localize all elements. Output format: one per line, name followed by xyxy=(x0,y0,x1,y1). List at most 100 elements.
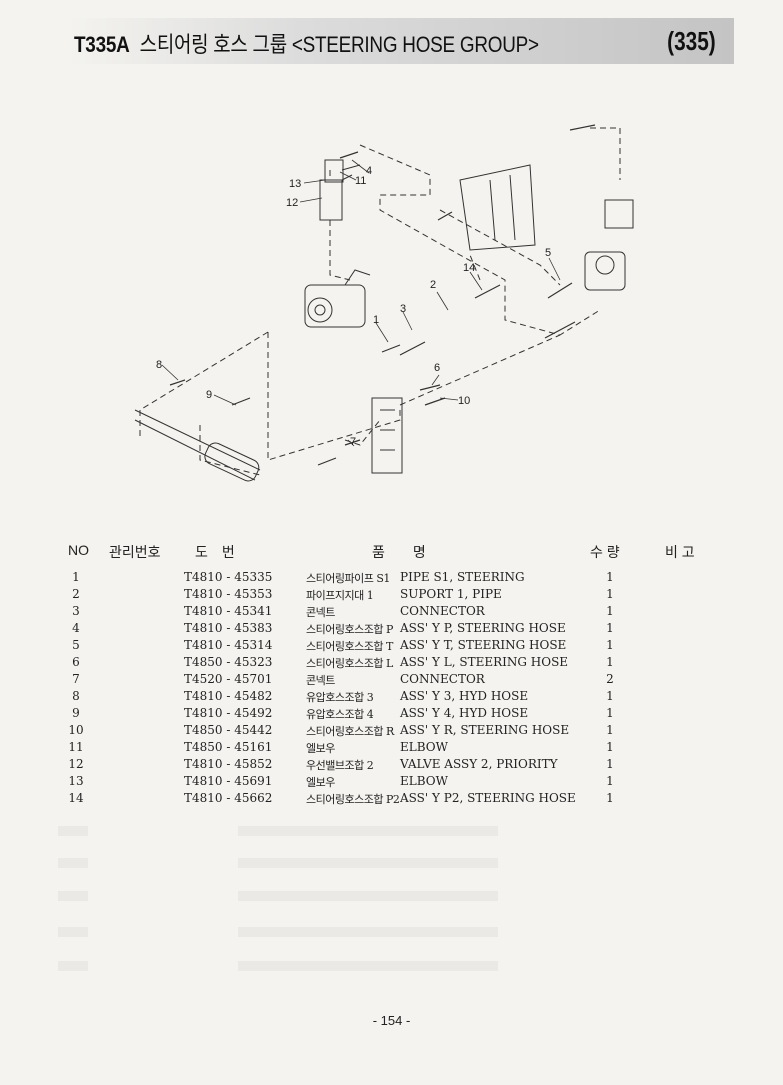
row-part-number: T4850 - 45442 xyxy=(184,723,273,737)
header-quantity: 수 량 xyxy=(590,544,620,560)
row-english-name: CONNECTOR xyxy=(400,604,485,618)
row-quantity: 1 xyxy=(606,604,614,618)
row-korean-name: 콘넥트 xyxy=(306,606,335,619)
table-row: 9 T4810 - 45492 유압호스조합 4 ASS' Y 4, HYD H… xyxy=(0,706,783,723)
steering-pump-assembly xyxy=(304,269,371,328)
row-english-name: ASS' Y T, STEERING HOSE xyxy=(400,638,567,652)
row-no: 11 xyxy=(68,740,84,754)
row-english-name: ASS' Y R, STEERING HOSE xyxy=(400,723,570,737)
row-part-number: T4850 - 45161 xyxy=(184,740,273,754)
bleed-through-row xyxy=(58,891,498,901)
callout-2: 2 xyxy=(430,279,436,291)
row-quantity: 1 xyxy=(606,740,614,754)
callout-9: 9 xyxy=(206,389,212,401)
row-korean-name: 콘넥트 xyxy=(306,674,335,687)
group-code: T335A xyxy=(74,32,130,57)
page-title: T335A 스티어링 호스 그룹 <STEERING HOSE GROUP> xyxy=(74,27,539,59)
table-row: 5 T4810 - 45314 스티어링호스조합 T ASS' Y T, STE… xyxy=(0,638,783,655)
row-quantity: 1 xyxy=(606,621,614,635)
callout-7: 7 xyxy=(350,436,356,448)
table-row: 3 T4810 - 45341 콘넥트 CONNECTOR 1 xyxy=(0,604,783,621)
row-english-name: ASS' Y P2, STEERING HOSE xyxy=(400,791,576,805)
callout-3: 3 xyxy=(400,303,406,315)
row-part-number: T4810 - 45335 xyxy=(184,570,273,584)
table-row: 8 T4810 - 45482 유압호스조합 3 ASS' Y 3, HYD H… xyxy=(0,689,783,706)
callout-12: 12 xyxy=(286,197,298,209)
table-row: 14 T4810 - 45662 스티어링호스조합 P2 ASS' Y P2, … xyxy=(0,791,783,808)
row-no: 1 xyxy=(72,570,80,584)
group-title: 스티어링 호스 그룹 <STEERING HOSE GROUP> xyxy=(139,32,539,57)
row-part-number: T4810 - 45482 xyxy=(184,689,273,703)
callout-4: 4 xyxy=(366,165,372,177)
row-part-number: T4850 - 45323 xyxy=(184,655,273,669)
steering-cylinder xyxy=(134,409,261,482)
callout-labels: 1 2 3 4 5 6 7 8 9 10 11 12 13 14 xyxy=(156,165,551,448)
header-drawing-no: 도 번 xyxy=(195,544,235,560)
row-korean-name: 스티어링호스조합 P2 xyxy=(306,793,400,806)
row-korean-name: 엘보우 xyxy=(306,776,335,789)
row-part-number: T4810 - 45492 xyxy=(184,706,273,720)
table-row: 2 T4810 - 45353 파이프지지대 1 SUPORT 1, PIPE … xyxy=(0,587,783,604)
row-quantity: 1 xyxy=(606,638,614,652)
row-quantity: 1 xyxy=(606,757,614,771)
row-no: 6 xyxy=(72,655,80,669)
row-part-number: T4810 - 45383 xyxy=(184,621,273,635)
row-english-name: PIPE S1, STEERING xyxy=(400,570,525,584)
row-korean-name: 스티어링파이프 S1 xyxy=(306,572,390,585)
column-bracket xyxy=(371,397,403,474)
table-row: 4 T4810 - 45383 스티어링호스조합 P ASS' Y P, STE… xyxy=(0,621,783,638)
table-row: 13 T4810 - 45691 엘보우 ELBOW 1 xyxy=(0,774,783,791)
row-quantity: 1 xyxy=(606,791,614,805)
row-part-number: T4810 - 45314 xyxy=(184,638,273,652)
row-no: 3 xyxy=(72,604,80,618)
bleed-through-row xyxy=(58,927,498,937)
row-part-number: T4810 - 45353 xyxy=(184,587,273,601)
row-no: 8 xyxy=(72,689,80,703)
row-no: 9 xyxy=(72,706,80,720)
row-quantity: 1 xyxy=(606,570,614,584)
row-korean-name: 우선밸브조합 2 xyxy=(306,759,374,772)
page-number: - 154 - xyxy=(372,1013,411,1028)
page-header: T335A 스티어링 호스 그룹 <STEERING HOSE GROUP> (… xyxy=(68,18,734,64)
table-row: 10 T4850 - 45442 스티어링호스조합 R ASS' Y R, ST… xyxy=(0,723,783,740)
row-english-name: ELBOW xyxy=(400,774,448,788)
callout-1: 1 xyxy=(373,314,379,326)
group-page-code: (335) xyxy=(667,26,716,56)
row-quantity: 1 xyxy=(606,774,614,788)
table-row: 11 T4850 - 45161 엘보우 ELBOW 1 xyxy=(0,740,783,757)
table-row: 1 T4810 - 45335 스티어링파이프 S1 PIPE S1, STEE… xyxy=(0,570,783,587)
row-english-name: ASS' Y 3, HYD HOSE xyxy=(400,689,529,703)
priority-valve-assembly xyxy=(319,159,361,221)
table-row: 7 T4520 - 45701 콘넥트 CONNECTOR 2 xyxy=(0,672,783,689)
table-row: 6 T4850 - 45323 스티어링호스조합 L ASS' Y L, STE… xyxy=(0,655,783,672)
row-korean-name: 파이프지지대 1 xyxy=(306,589,374,602)
row-quantity: 1 xyxy=(606,723,614,737)
header-mgmt-no: 관리번호 xyxy=(109,544,161,560)
mounting-plate xyxy=(459,164,536,251)
row-no: 14 xyxy=(68,791,84,805)
table-row: 12 T4810 - 45852 우선밸브조합 2 VALVE ASSY 2, … xyxy=(0,757,783,774)
bleed-through-row xyxy=(58,858,498,868)
row-english-name: VALVE ASSY 2, PRIORITY xyxy=(400,757,558,771)
row-part-number: T4810 - 45852 xyxy=(184,757,273,771)
callout-14: 14 xyxy=(463,262,475,274)
row-no: 2 xyxy=(72,587,80,601)
row-english-name: ASS' Y 4, HYD HOSE xyxy=(400,706,529,720)
callout-6: 6 xyxy=(434,362,440,374)
row-part-number: T4810 - 45341 xyxy=(184,604,273,618)
row-english-name: ASS' Y L, STEERING HOSE xyxy=(400,655,569,669)
bleed-through-row xyxy=(58,961,498,971)
row-quantity: 1 xyxy=(606,587,614,601)
row-english-name: SUPORT 1, PIPE xyxy=(400,587,502,601)
row-quantity: 2 xyxy=(606,672,614,686)
row-korean-name: 엘보우 xyxy=(306,742,335,755)
row-no: 13 xyxy=(68,774,84,788)
header-part-name: 품 명 xyxy=(372,544,426,560)
row-no: 4 xyxy=(72,621,80,635)
header-no: NO xyxy=(68,542,89,558)
row-korean-name: 스티어링호스조합 R xyxy=(306,725,394,738)
callout-10: 10 xyxy=(458,395,470,407)
steering-unit xyxy=(584,251,626,291)
row-korean-name: 스티어링호스조합 P xyxy=(306,623,393,636)
row-part-number: T4520 - 45701 xyxy=(184,672,273,686)
